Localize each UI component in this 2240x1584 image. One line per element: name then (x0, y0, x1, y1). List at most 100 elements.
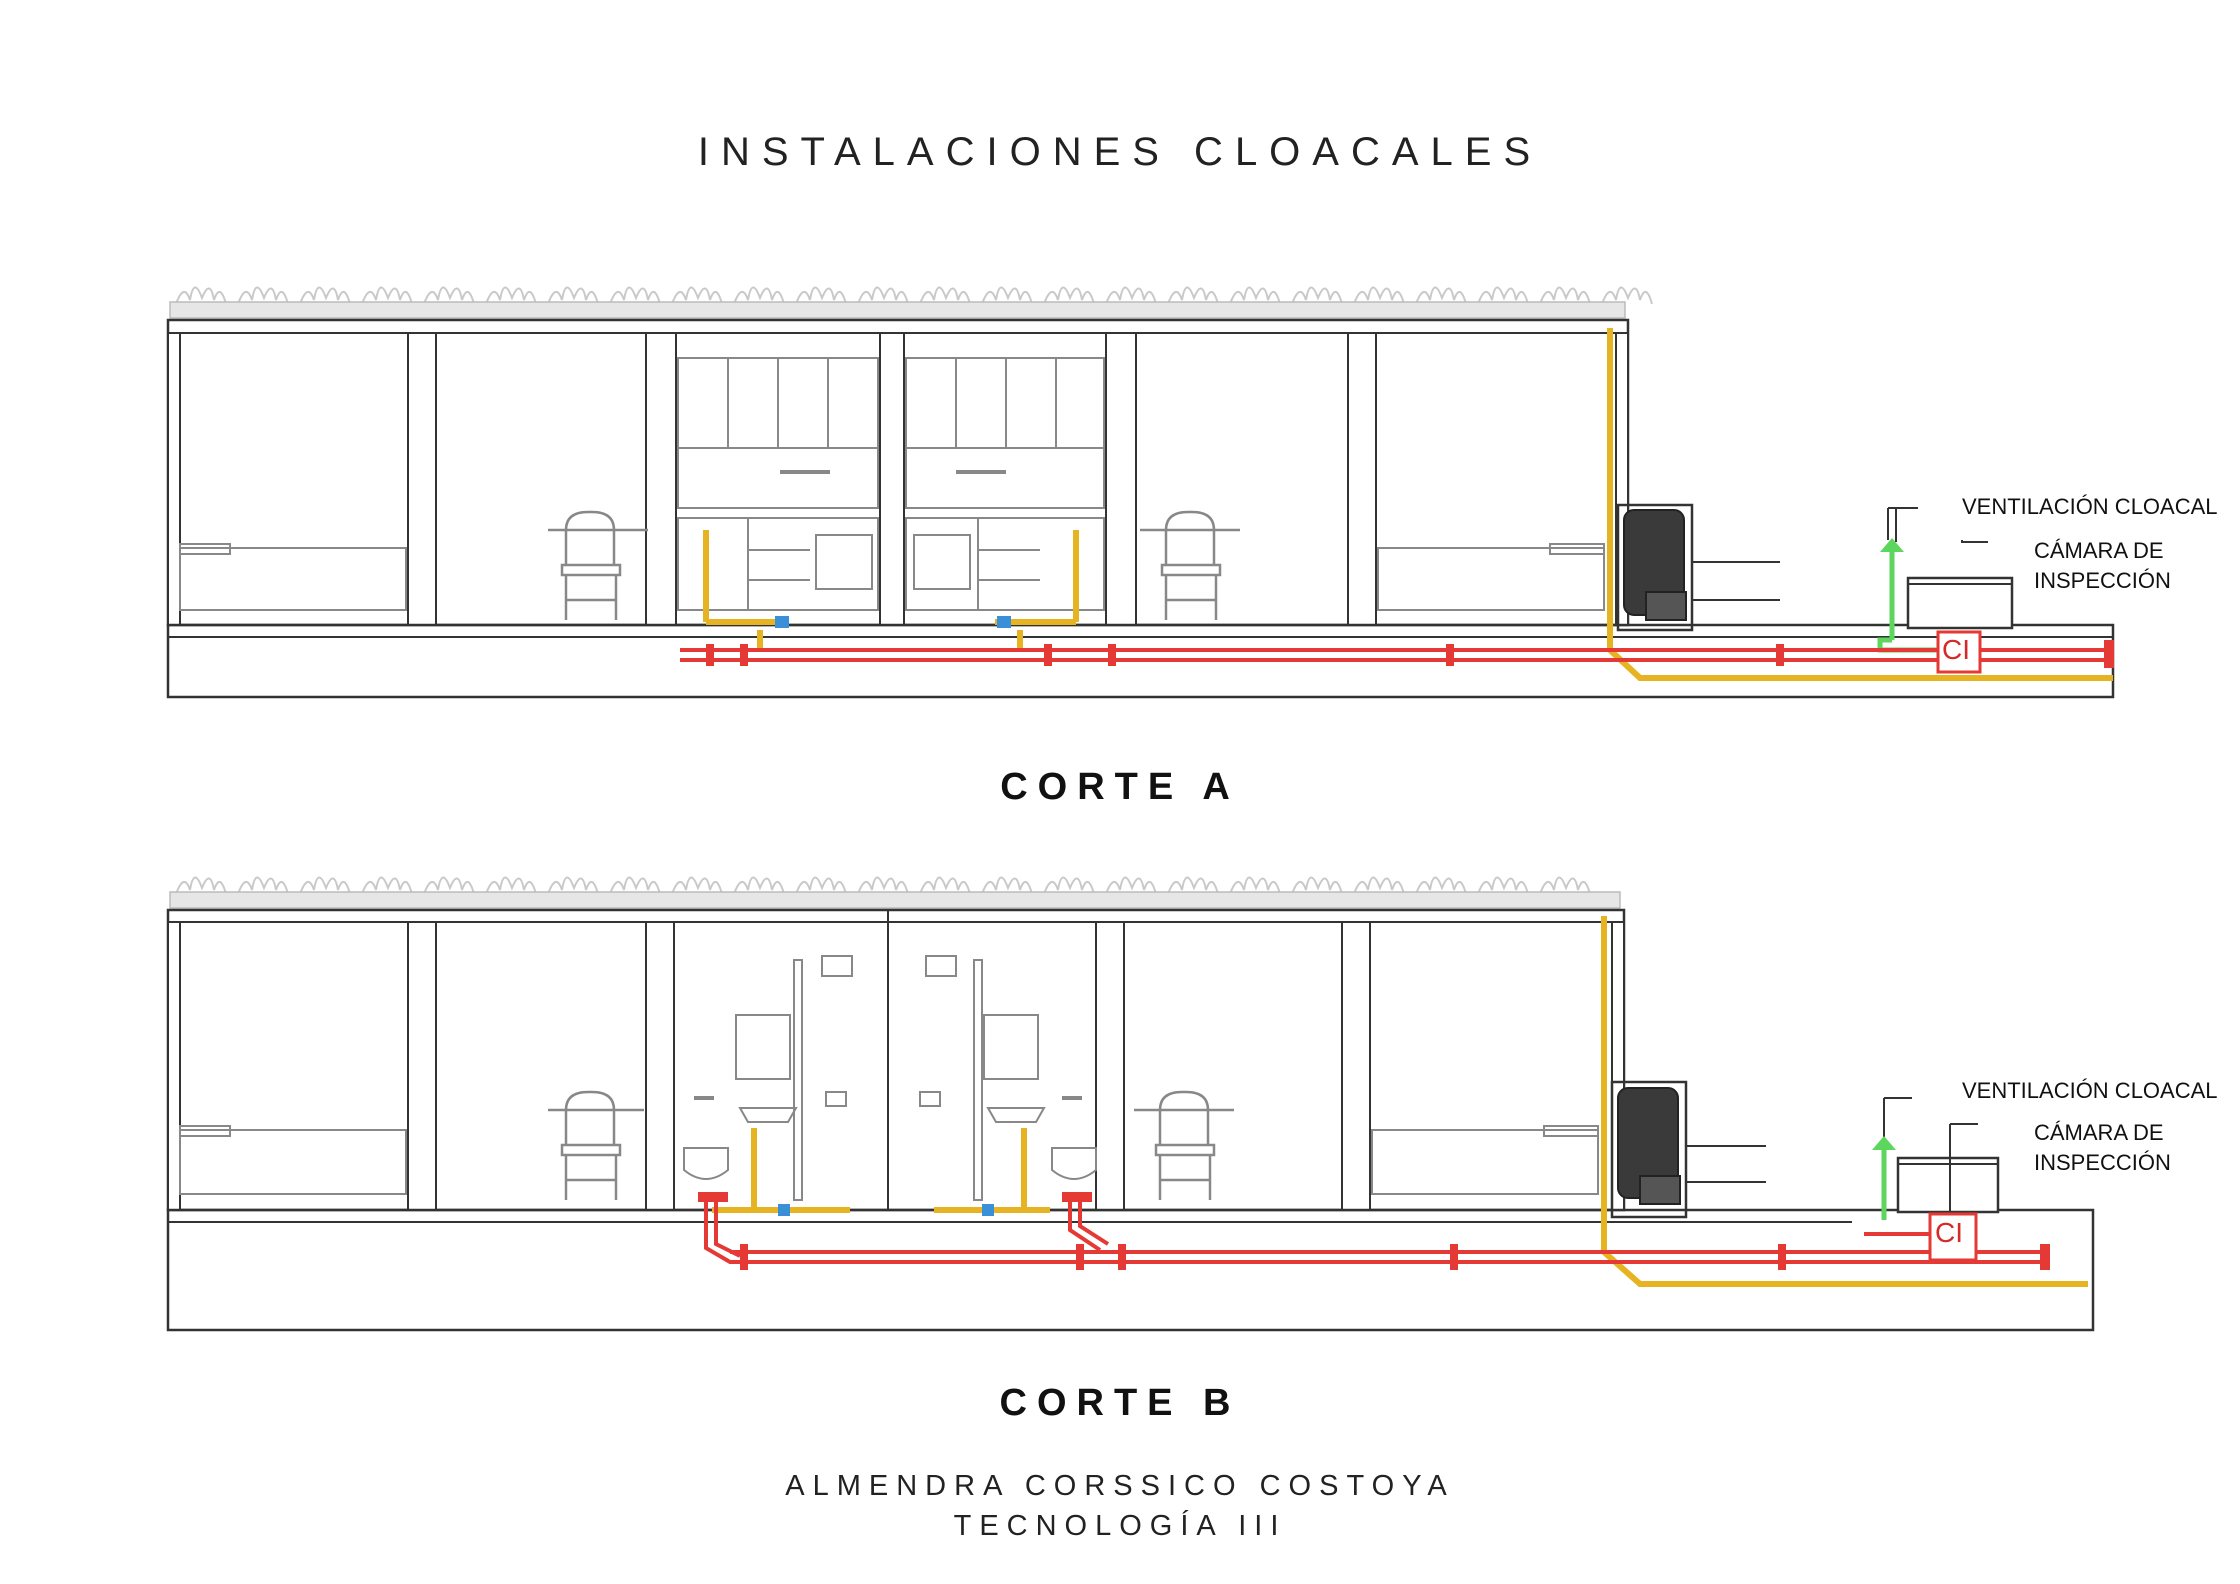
plant-tuft (609, 876, 661, 895)
roof-slab (169, 301, 1626, 319)
bed-left (179, 1125, 407, 1195)
inspection-chamber-box (1906, 576, 2014, 630)
inspection-chamber (1936, 630, 1982, 674)
plant-tuft (795, 876, 847, 895)
plant-tuft (1043, 876, 1095, 895)
section-a-title: CORTE A (1000, 766, 1240, 808)
drain-fittings (698, 1192, 2050, 1270)
plant-tuft (237, 876, 289, 895)
plant-tuft (1105, 876, 1157, 895)
plant-tuft (857, 876, 909, 895)
drain-fittings (706, 640, 2114, 668)
inspection-chamber (1928, 1212, 1978, 1262)
plant-tuft (1601, 286, 1653, 305)
bed-left (179, 543, 407, 611)
plant-tuft (1291, 286, 1343, 305)
plant-tuft (485, 876, 537, 895)
section-b-chamber-label-2: INSPECCIÓN (2034, 1150, 2171, 1175)
chair-right (1134, 1090, 1234, 1200)
chair-left (548, 1090, 644, 1200)
plant-tuft (175, 876, 227, 895)
plant-tuft (1415, 876, 1467, 895)
supply-pipes (703, 328, 2113, 681)
section-a (166, 286, 2115, 699)
plant-tuft (1477, 876, 1529, 895)
plant-tuft (1167, 876, 1219, 895)
columns (167, 332, 1629, 626)
plant-tuft (1229, 286, 1281, 305)
plant-tuft (1043, 286, 1095, 305)
plant-tuft (1105, 286, 1157, 305)
plant-tuft (1477, 286, 1529, 305)
plant-tuft (981, 876, 1033, 895)
section-b-chamber-label-1: CÁMARA DE (2034, 1120, 2164, 1145)
plant-tuft (733, 876, 785, 895)
section-b-vent-label: VENTILACIÓN CLOACAL (1962, 1078, 2218, 1103)
plant-tuft (299, 286, 351, 305)
inspection-chamber-box (1896, 1156, 2000, 1214)
columns (167, 921, 1625, 1211)
plant-tuft (423, 286, 475, 305)
pump (1639, 1175, 1681, 1205)
kitchen-upper-cabinets (677, 357, 1105, 509)
bed-right (1371, 1125, 1599, 1195)
plant-tuft (1353, 876, 1405, 895)
chair-left (548, 510, 648, 620)
section-b-title: CORTE B (999, 1382, 1241, 1424)
tank-enclosure (1610, 1080, 1688, 1219)
bathroom-fixtures (683, 955, 1097, 1201)
plant-tuft (919, 876, 971, 895)
roof-vegetation (175, 876, 1591, 895)
plant-tuft (547, 286, 599, 305)
plant-tuft (1167, 286, 1219, 305)
plant-tuft (671, 286, 723, 305)
plant-tuft (733, 286, 785, 305)
roof-vegetation (175, 286, 1653, 305)
supply-fittings (775, 616, 1011, 628)
plant-tuft (361, 286, 413, 305)
plant-tuft (857, 286, 909, 305)
section-a-chamber-label-2: INSPECCIÓN (2034, 568, 2171, 593)
plant-tuft (1415, 286, 1467, 305)
drain-pipes (680, 648, 2113, 662)
kitchen-lower-cabinets (677, 517, 1105, 611)
section-a-chamber-tag: CI (1942, 634, 1970, 665)
plant-tuft (175, 286, 227, 305)
section-a-chamber-label-1: CÁMARA DE (2034, 538, 2164, 563)
floor-slab (166, 1208, 2095, 1332)
plant-tuft (1229, 876, 1281, 895)
tank-enclosure (1616, 503, 1694, 632)
supply-pipes (712, 916, 2088, 1287)
plant-tuft (919, 286, 971, 305)
section-b-chamber-tag: CI (1935, 1217, 1963, 1248)
section-a-vent-label: VENTILACIÓN CLOACAL (1962, 494, 2218, 519)
section-b (166, 876, 2095, 1332)
plant-tuft (1291, 876, 1343, 895)
footer-author: ALMENDRA CORSSICO COSTOYA (785, 1470, 1455, 1502)
plant-tuft (361, 876, 413, 895)
plant-tuft (1539, 286, 1591, 305)
vent-cap (1880, 538, 1904, 552)
plant-tuft (1539, 876, 1591, 895)
plant-tuft (299, 876, 351, 895)
plant-tuft (1353, 286, 1405, 305)
plant-tuft (981, 286, 1033, 305)
pump (1645, 591, 1687, 621)
plant-tuft (423, 876, 475, 895)
plant-tuft (547, 876, 599, 895)
footer-course: TECNOLOGÍA III (953, 1510, 1287, 1542)
plant-tuft (609, 286, 661, 305)
building-outline (166, 908, 1626, 1212)
supply-fittings (778, 1204, 994, 1216)
page-title: INSTALACIONES CLOACALES (697, 130, 1543, 174)
vent-cap (1872, 1136, 1896, 1150)
drain-pipes (704, 1200, 2050, 1264)
roof-slab (169, 891, 1621, 909)
plant-tuft (795, 286, 847, 305)
plant-tuft (237, 286, 289, 305)
chair-right (1140, 510, 1240, 620)
bed-right (1377, 543, 1605, 611)
plant-tuft (671, 876, 723, 895)
plant-tuft (485, 286, 537, 305)
